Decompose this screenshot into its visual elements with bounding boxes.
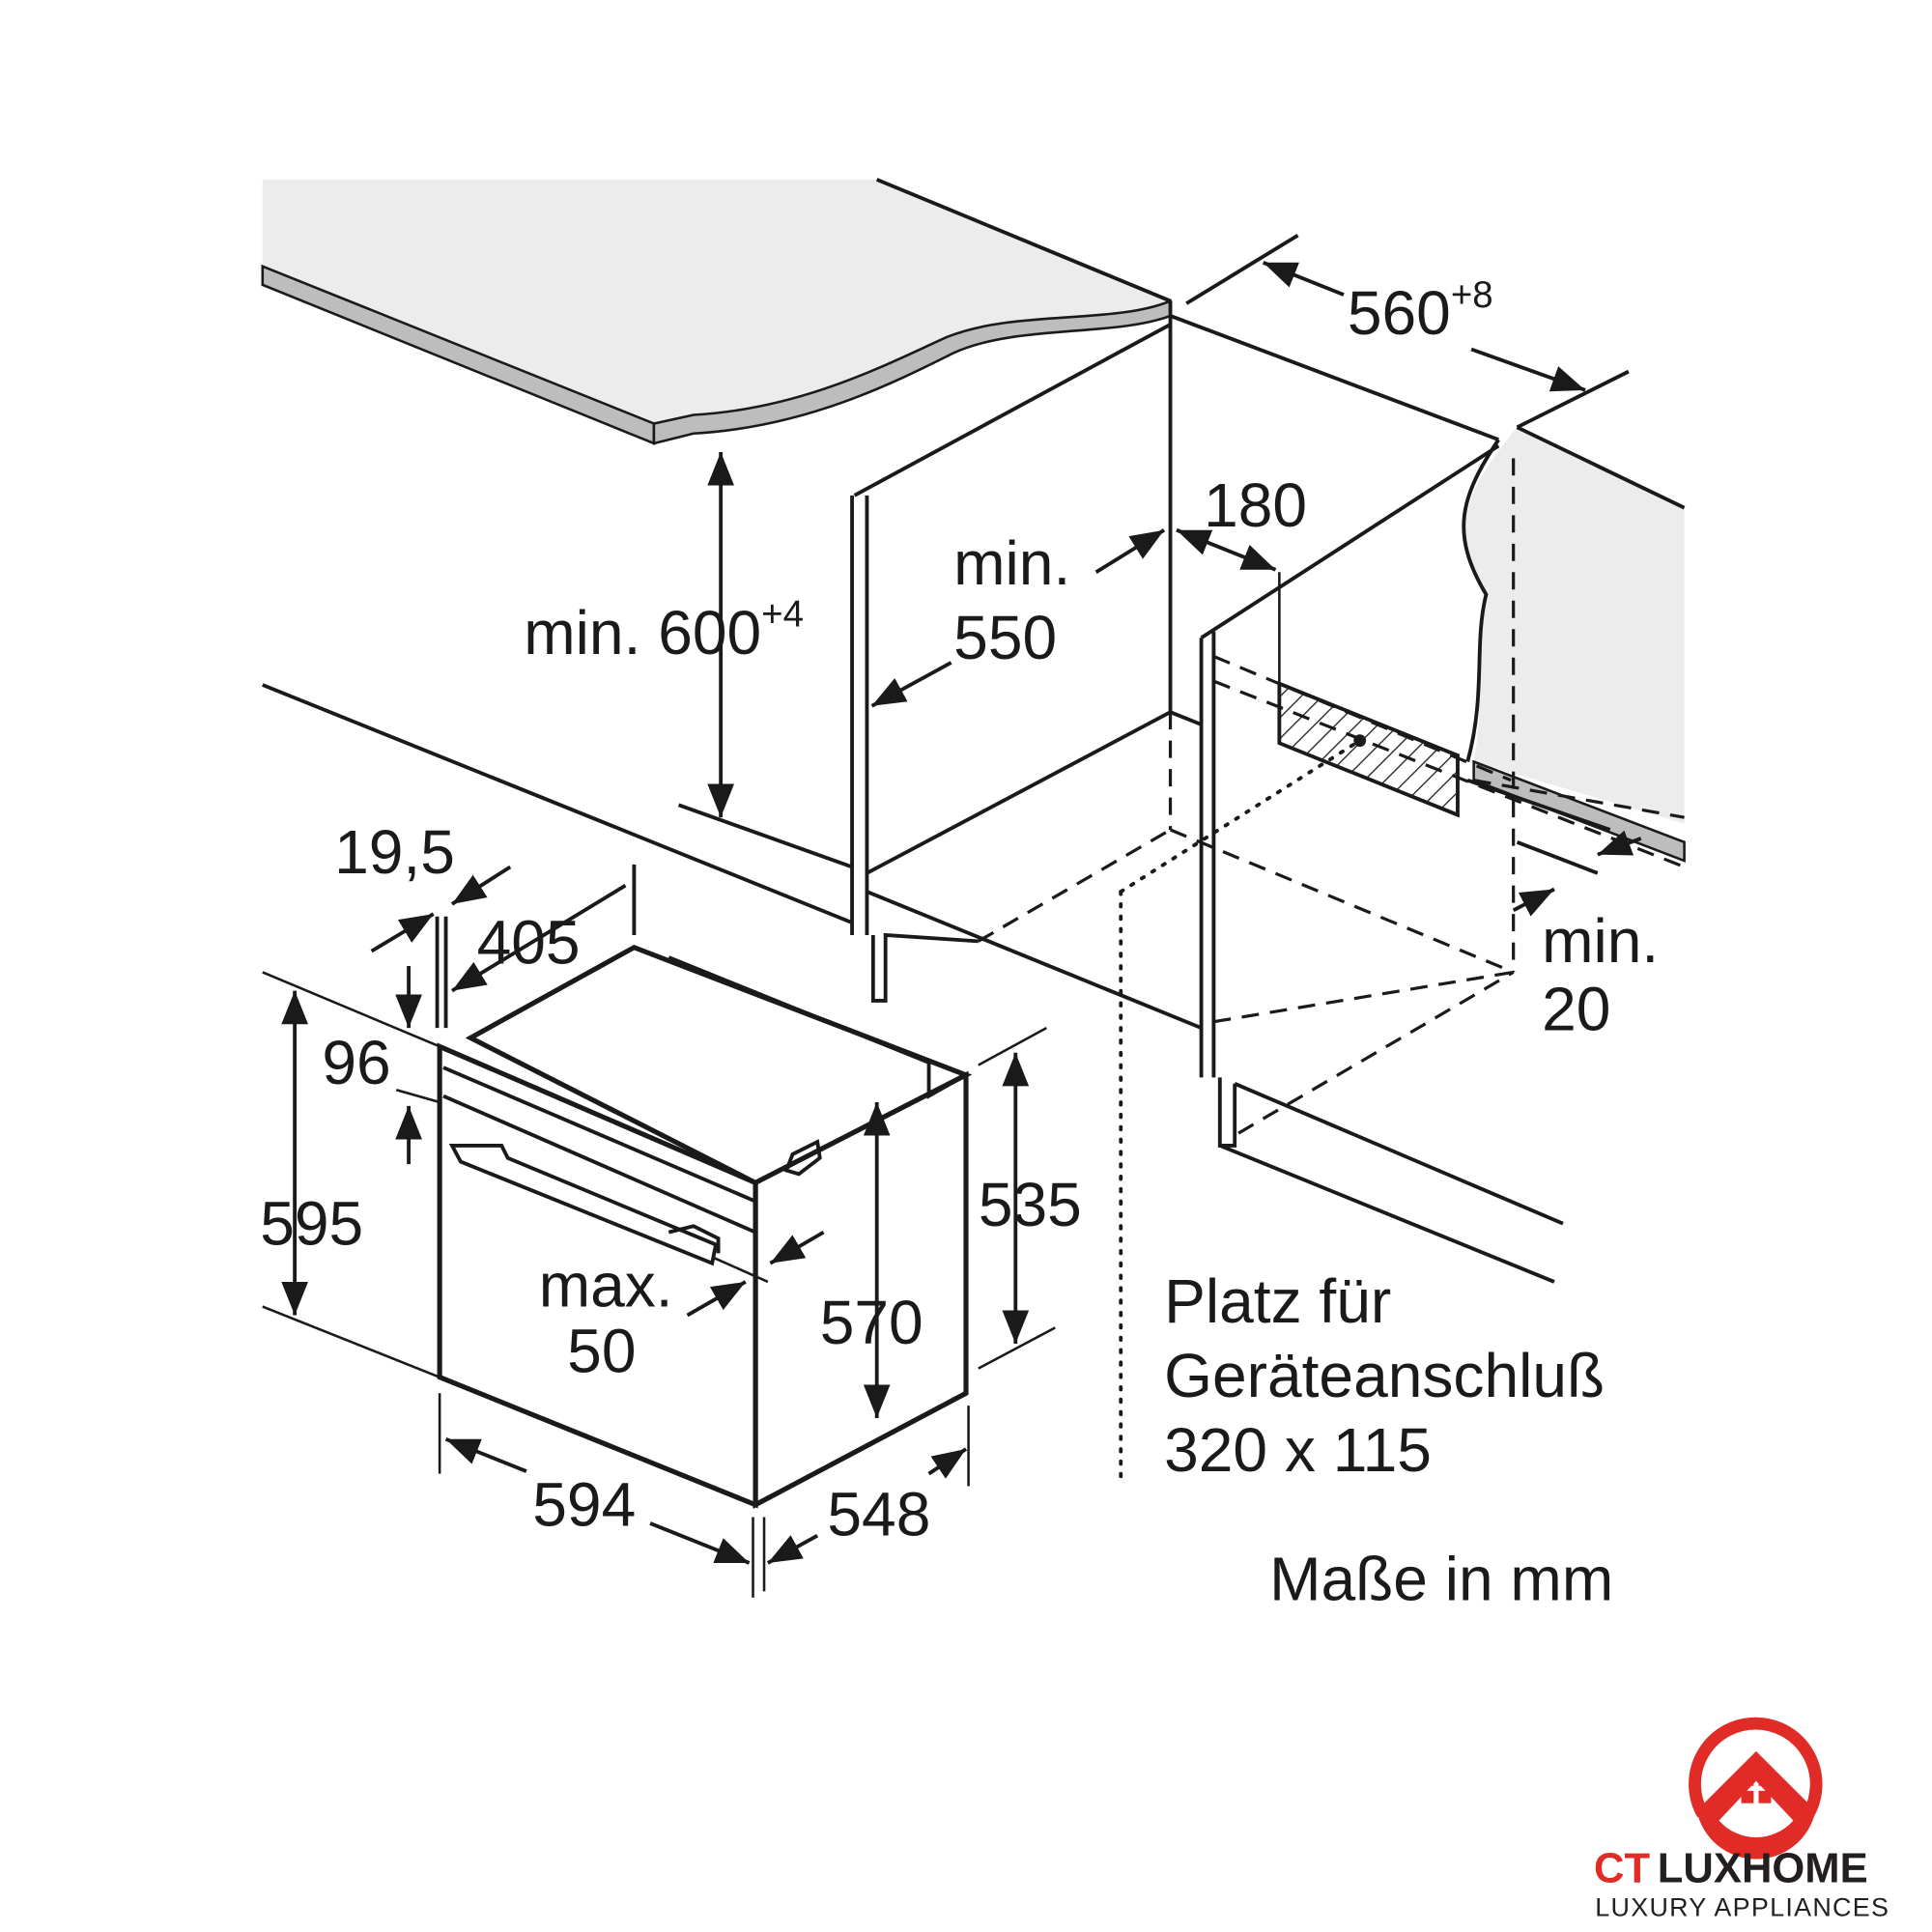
units-note: Maße in mm xyxy=(1269,1544,1613,1613)
dim-panel-height: 96 xyxy=(322,1028,390,1097)
svg-text:LUXURY APPLIANCES: LUXURY APPLIANCES xyxy=(1595,1892,1889,1921)
dim-gap-min-label: min. xyxy=(1542,906,1659,976)
connection-note-line2: Geräteanschluß xyxy=(1164,1341,1605,1410)
dim-front-thickness: 19,5 xyxy=(334,817,455,887)
dim-depth-min-value: 550 xyxy=(953,603,1057,672)
dim-depth-min-label: min. xyxy=(953,528,1070,598)
dim-top-depth: 405 xyxy=(477,907,581,977)
dim-width: 594 xyxy=(532,1469,636,1539)
countertop xyxy=(261,179,1686,863)
dim-handle-value: 50 xyxy=(567,1317,636,1386)
dim-connection-offset: 180 xyxy=(1204,470,1307,540)
dimension-lines xyxy=(262,261,1642,1598)
hidden-lines xyxy=(978,458,1686,1489)
connection-note-line1: Platz für xyxy=(1164,1266,1391,1336)
connection-note-line3: 320 x 115 xyxy=(1164,1415,1432,1485)
dim-inner-height: 570 xyxy=(820,1288,923,1357)
dim-total-height: 595 xyxy=(260,1188,363,1258)
dim-body-height: 535 xyxy=(979,1170,1082,1239)
connection-area xyxy=(1277,572,1460,818)
dim-depth: 548 xyxy=(827,1480,930,1549)
dim-niche-width: 560+8 xyxy=(1348,274,1493,348)
cabinet-outline xyxy=(262,178,1686,1284)
dim-gap-min-value: 20 xyxy=(1542,975,1610,1044)
dim-niche-height: min. 600+4 xyxy=(524,594,804,668)
dim-handle-label: max. xyxy=(539,1251,673,1321)
oven xyxy=(437,944,973,1509)
